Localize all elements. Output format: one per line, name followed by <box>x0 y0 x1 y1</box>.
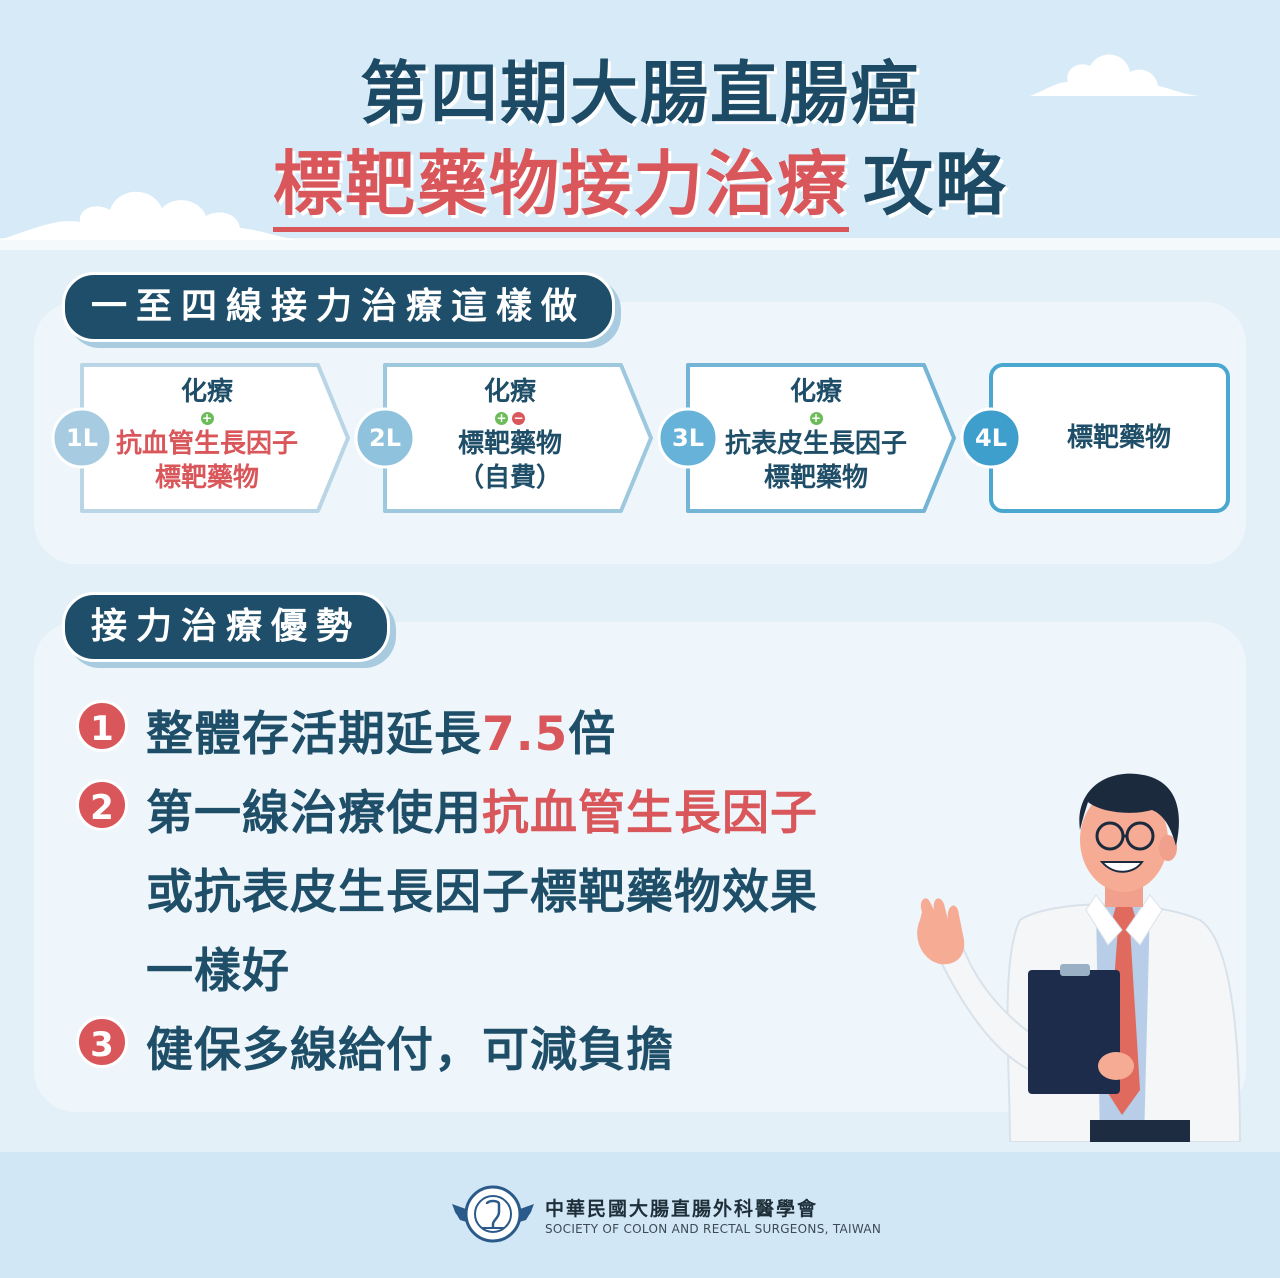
step-badge-4L: 4L <box>975 424 1007 452</box>
footer-band <box>0 1152 1280 1278</box>
step-badge-3L: 3L <box>672 424 704 452</box>
step-2-line-c: （自費） <box>457 463 562 493</box>
step-3-line-b: 抗表皮生長因子 <box>724 429 907 459</box>
step-box-3 <box>686 363 956 513</box>
cloud-left <box>0 191 300 240</box>
cloud-right <box>1030 54 1200 96</box>
advantage-1-highlight: 7.5 <box>482 707 569 762</box>
advantage-2-text: 第一線治療使用 <box>146 786 482 841</box>
step-3-line-c: 標靶藥物 <box>763 463 868 493</box>
header-divider <box>0 238 1280 250</box>
badge-circle-2 <box>354 407 416 469</box>
step-1-line-b: 抗血管生長因子 <box>115 429 298 459</box>
number-badge-2: 2 <box>76 779 128 831</box>
section-heading-flow: 一至四線接力治療這樣做 <box>62 272 616 342</box>
advantage-2-line-2: 或抗表皮生長因子標靶藥物效果 <box>146 865 818 920</box>
step-2-line-b: 標靶藥物 <box>457 429 562 459</box>
advantage-3: 健保多線給付，可減負擔 <box>146 1023 674 1078</box>
badge-circle-3 <box>657 407 719 469</box>
page-title: 第四期大腸直腸癌 <box>359 55 920 134</box>
society-logo-icon <box>452 1185 534 1243</box>
header-band <box>0 0 1280 238</box>
treatment-flow-diagram <box>51 363 1230 513</box>
subtitle-highlight: 標靶藥物接力治療 <box>273 143 849 232</box>
minus-icon: − <box>512 411 525 425</box>
section-heading-advantages: 接力治療優勢 <box>62 592 391 662</box>
step-1-line-a: 化療 <box>180 377 233 407</box>
step-badge-1L: 1L <box>66 424 98 452</box>
step-1-content: 化療 + 抗血管生長因子 標靶藥物 <box>100 375 314 495</box>
plus-icon: + <box>809 411 823 425</box>
step-box-2 <box>383 363 653 513</box>
step-2-content: 化療 +− 標靶藥物 （自費） <box>403 375 617 495</box>
advantage-2-highlight: 抗血管生長因子 <box>482 786 818 841</box>
advantage-1-text: 整體存活期延長 <box>146 707 482 762</box>
advantage-1: 整體存活期延長7.5倍 <box>146 695 616 764</box>
step-3-content: 化療 + 抗表皮生長因子 標靶藥物 <box>706 375 926 495</box>
step-box-1 <box>80 363 350 513</box>
doctor-illustration <box>917 773 1242 1142</box>
org-name-zh: 中華民國大腸直腸外科醫學會 <box>545 1198 819 1220</box>
plus-icon: + <box>200 411 214 425</box>
advantage-2-line-3: 一樣好 <box>146 944 290 999</box>
step-3-line-a: 化療 <box>789 377 842 407</box>
org-name-en: SOCIETY OF COLON AND RECTAL SURGEONS, TA… <box>545 1222 882 1236</box>
number-badge-3: 3 <box>76 1016 128 1068</box>
subtitle-rest: 攻略 <box>863 143 1007 225</box>
step-1-line-c: 標靶藥物 <box>154 463 259 493</box>
advantage-2: 第一線治療使用抗血管生長因子 <box>146 774 818 843</box>
step-4-content: 標靶藥物 <box>1066 423 1171 453</box>
advantage-1-suffix: 倍 <box>568 707 617 762</box>
number-badge-1: 1 <box>76 700 128 752</box>
badge-circle-1 <box>51 407 113 469</box>
badge-circle-4 <box>960 407 1022 469</box>
step-2-line-a: 化療 <box>483 377 536 407</box>
plus-icon: + <box>495 411 508 425</box>
page-subtitle: 標靶藥物接力治療攻略 <box>0 128 1280 232</box>
step-badge-2L: 2L <box>369 424 401 452</box>
